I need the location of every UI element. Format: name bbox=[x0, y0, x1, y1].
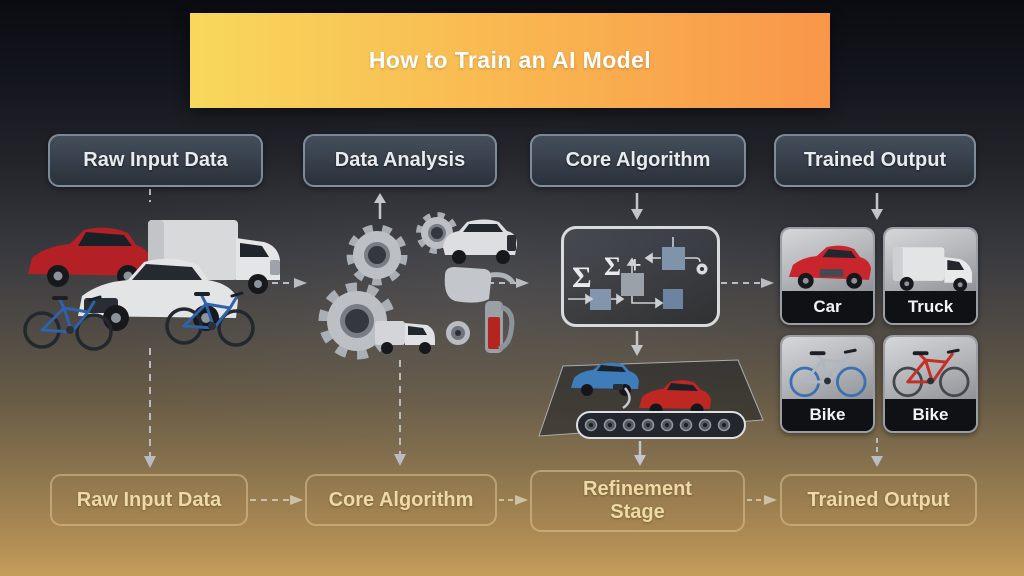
output-cell-truck: Truck bbox=[883, 227, 978, 325]
bottom-step-label: Raw Input Data bbox=[76, 488, 222, 511]
cell-label: Car bbox=[813, 297, 842, 316]
output-cell-bike-red: Bike bbox=[883, 335, 978, 433]
bottom-step-label: Trained Output bbox=[807, 488, 950, 511]
arrow-bottom-refinement-to-output bbox=[747, 495, 777, 505]
title-banner: How to Train an AI Model bbox=[190, 13, 830, 108]
cell-image bbox=[782, 229, 873, 291]
header-core-algorithm: Core Algorithm bbox=[530, 134, 746, 187]
red-jack-icon bbox=[485, 301, 515, 353]
flow-arrow-input-to-analysis bbox=[250, 278, 307, 288]
cell-image bbox=[782, 337, 873, 399]
red-car-icon bbox=[788, 245, 872, 289]
cell-label: Truck bbox=[907, 297, 954, 316]
red-bike-icon bbox=[892, 348, 970, 398]
flow-arrow-analysis-to-algorithm bbox=[466, 278, 529, 288]
raw-input-vehicles-illustration bbox=[23, 220, 280, 351]
white-truck-icon bbox=[892, 247, 973, 291]
cell-image bbox=[885, 337, 976, 399]
red-car-icon bbox=[28, 227, 153, 287]
arrow-grid-to-trained-output bbox=[871, 438, 883, 467]
flow-arrow-algorithm-to-output bbox=[721, 278, 774, 288]
page-title: How to Train an AI Model bbox=[368, 47, 652, 73]
sigma-symbol: Σ bbox=[604, 252, 621, 281]
arrow-down-from-core-algorithm bbox=[631, 193, 643, 220]
header-label: Trained Output bbox=[803, 149, 947, 171]
bottom-step-label: Refinement Stage bbox=[583, 478, 692, 523]
conveyor-rollers bbox=[584, 418, 731, 432]
data-analysis-illustration bbox=[318, 212, 517, 360]
cell-label-strip: Truck bbox=[885, 291, 976, 323]
arrow-down-from-trained-output bbox=[871, 193, 883, 220]
sigma-symbol: Σ bbox=[572, 261, 592, 294]
header-raw-input-data: Raw Input Data bbox=[48, 134, 263, 187]
bottom-step-refinement-stage: Refinement Stage bbox=[530, 470, 745, 532]
core-algorithm-diagram: Σ Σ + bbox=[561, 226, 720, 327]
header-trained-output: Trained Output bbox=[774, 134, 976, 187]
vehicle-part-icon bbox=[444, 267, 516, 303]
header-label: Data Analysis bbox=[334, 149, 466, 171]
bottom-step-core-algorithm: Core Algorithm bbox=[305, 474, 497, 526]
arrow-bottom-core-to-refinement bbox=[499, 495, 528, 505]
output-cell-bike-blue: Bike bbox=[780, 335, 875, 433]
arrow-algorithm-to-conveyor bbox=[631, 331, 643, 356]
header-label: Core Algorithm bbox=[565, 149, 711, 171]
arrow-analysis-to-core-bottom bbox=[394, 360, 406, 466]
cell-label-strip: Bike bbox=[782, 399, 873, 431]
cell-label-strip: Bike bbox=[885, 399, 976, 431]
arrow-bottom-raw-to-core bbox=[250, 495, 303, 505]
blue-bike-icon bbox=[165, 291, 255, 347]
arrow-up-to-data-analysis bbox=[374, 193, 386, 219]
gear-icon bbox=[346, 224, 408, 286]
header-label: Raw Input Data bbox=[83, 149, 228, 171]
bottom-step-trained-output: Trained Output bbox=[780, 474, 977, 526]
small-truck-icon bbox=[375, 321, 435, 354]
bottom-step-raw-input-data: Raw Input Data bbox=[50, 474, 248, 526]
refinement-conveyor-illustration bbox=[538, 359, 764, 439]
arrow-conveyor-to-refinement bbox=[634, 441, 646, 466]
blue-car-icon bbox=[571, 362, 639, 396]
cell-label: Bike bbox=[912, 405, 949, 424]
white-suv-icon bbox=[443, 219, 517, 264]
algorithm-schematic: Σ Σ + bbox=[568, 237, 708, 310]
cell-label: Bike bbox=[809, 405, 846, 424]
header-data-analysis: Data Analysis bbox=[303, 134, 497, 187]
network-links bbox=[568, 237, 701, 309]
trained-output-grid: Car Truck bbox=[780, 227, 978, 433]
dashed-stub-raw-input bbox=[149, 189, 151, 202]
network-nodes bbox=[590, 247, 708, 310]
output-cell-car: Car bbox=[780, 227, 875, 325]
wheel-part-icon bbox=[446, 321, 470, 345]
part-hook-icon bbox=[622, 387, 631, 410]
cell-label-strip: Car bbox=[782, 291, 873, 323]
arrow-vehicles-to-raw-input-bottom bbox=[144, 348, 156, 468]
cell-image bbox=[885, 229, 976, 291]
part-bit bbox=[613, 384, 623, 390]
blue-bike-icon bbox=[789, 348, 867, 398]
blue-bike-icon bbox=[23, 295, 113, 351]
bottom-step-label: Core Algorithm bbox=[328, 488, 474, 511]
